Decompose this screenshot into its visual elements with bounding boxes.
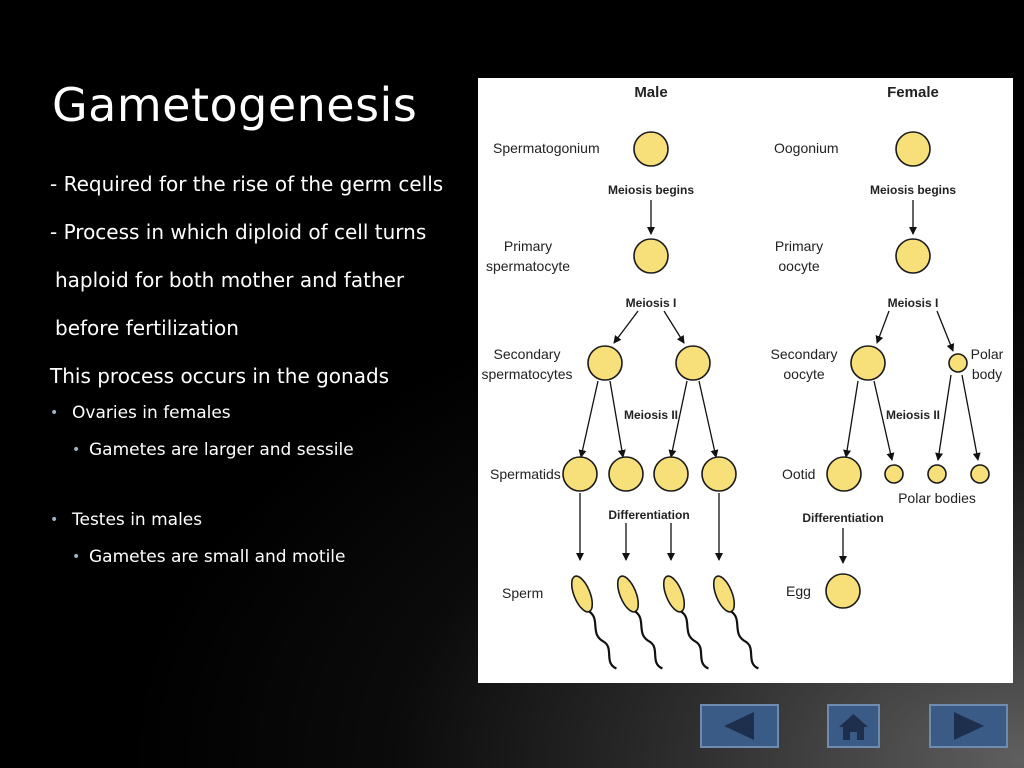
polar-bodies-label: Polar bodies	[898, 490, 976, 506]
next-button[interactable]	[929, 704, 1008, 748]
slide-title: Gametogenesis	[52, 78, 418, 132]
polar-body-cell	[884, 464, 904, 484]
primary-spermatocyte-label-2: spermatocyte	[486, 258, 570, 274]
spermatids-label: Spermatids	[490, 466, 561, 482]
sperm-cell	[712, 575, 759, 670]
body-line-4: before fertilization	[55, 316, 239, 340]
male-arrows	[576, 200, 723, 561]
primary-spermatocyte-cell	[633, 238, 669, 274]
spermatid-cell	[608, 456, 644, 492]
gametogenesis-diagram: Male Female Spermatogonium Primary sperm…	[478, 78, 1013, 683]
meiosis-1-male: Meiosis I	[626, 296, 677, 310]
spermatogonium-cell	[633, 131, 669, 167]
body-line-5: This process occurs in the gonads	[50, 364, 390, 388]
spermatogonium-label: Spermatogonium	[493, 140, 600, 156]
polar-body-cell	[927, 464, 947, 484]
polar-body-cell	[948, 353, 968, 373]
previous-arrow-icon	[724, 712, 754, 740]
spermatid-cell	[562, 456, 598, 492]
ootid-label: Ootid	[782, 466, 815, 482]
meiosis-2-male: Meiosis II	[624, 408, 678, 422]
secondary-oocyte-label-1: Secondary	[771, 346, 838, 362]
spermatid-cell	[653, 456, 689, 492]
body-line-2: - Process in which diploid of cell turns	[50, 220, 427, 244]
polar-body-cell	[970, 464, 990, 484]
sperm-cell	[662, 575, 709, 670]
slide-body: - Required for the rise of the germ cell…	[50, 172, 480, 568]
meiosis-begins-female: Meiosis begins	[870, 183, 956, 197]
secondary-spermatocyte-cell	[675, 345, 711, 381]
sperm-cell	[570, 575, 617, 670]
sub-bullet-gametes-small: Gametes are small and motile	[50, 546, 480, 568]
sperm-cell	[616, 575, 663, 670]
spermatid-cell	[701, 456, 737, 492]
home-button[interactable]	[827, 704, 880, 748]
home-icon	[839, 714, 868, 740]
secondary-oocyte-label-2: oocyte	[783, 366, 824, 382]
primary-oocyte-label-2: oocyte	[778, 258, 819, 274]
differentiation-female: Differentiation	[802, 511, 883, 525]
secondary-spermatocytes-label-2: spermatocytes	[481, 366, 572, 382]
polar-body-label-1: Polar	[971, 346, 1004, 362]
sperm-cells	[570, 575, 759, 670]
male-header: Male	[634, 84, 667, 101]
differentiation-male: Differentiation	[608, 508, 689, 522]
secondary-oocyte-cell	[850, 345, 886, 381]
egg-label: Egg	[786, 583, 811, 599]
polar-body-label-2: body	[972, 366, 1002, 382]
primary-oocyte-label-1: Primary	[775, 238, 823, 254]
bullet-ovaries: Ovaries in females	[50, 402, 480, 424]
meiosis-1-female: Meiosis I	[888, 296, 939, 310]
meiosis-begins-male: Meiosis begins	[608, 183, 694, 197]
oogonium-label: Oogonium	[774, 140, 839, 156]
primary-spermatocyte-label-1: Primary	[504, 238, 552, 254]
secondary-spermatocyte-cell	[587, 345, 623, 381]
ootid-cell	[826, 456, 862, 492]
body-line-3: haploid for both mother and father	[55, 268, 405, 292]
female-arrows	[839, 200, 981, 564]
sub-bullet-gametes-larger: Gametes are larger and sessile	[50, 439, 480, 461]
secondary-spermatocytes-label-1: Secondary	[494, 346, 561, 362]
egg-cell	[825, 573, 861, 609]
female-header: Female	[887, 84, 939, 101]
body-line-1: - Required for the rise of the germ cell…	[50, 172, 444, 196]
previous-button[interactable]	[700, 704, 779, 748]
oogonium-cell	[895, 131, 931, 167]
meiosis-2-female: Meiosis II	[886, 408, 940, 422]
sperm-label: Sperm	[502, 585, 543, 601]
bullet-testes: Testes in males	[50, 509, 480, 531]
primary-oocyte-cell	[895, 238, 931, 274]
next-arrow-icon	[954, 712, 984, 740]
